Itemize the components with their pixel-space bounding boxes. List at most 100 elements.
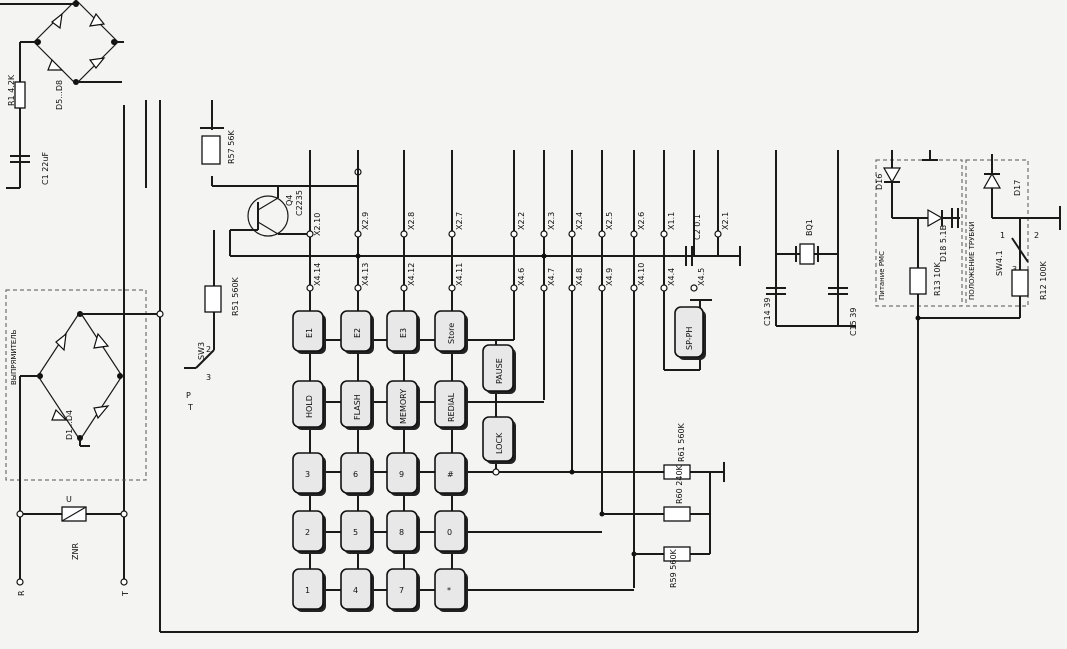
pins-mid bbox=[306, 284, 698, 292]
key-speaker[interactable]: SP-PH bbox=[674, 306, 706, 360]
switch-sw3 bbox=[195, 349, 215, 369]
pin-mid-0: X4.14 bbox=[313, 263, 322, 286]
key-9[interactable]: 9 bbox=[386, 452, 420, 496]
bridge-top: D5...D8 bbox=[33, 0, 119, 110]
pin-top-1: X2.9 bbox=[361, 212, 370, 230]
r1-label: R1 4.2K bbox=[7, 74, 16, 106]
key-1-label: 1 bbox=[305, 586, 310, 595]
sw3-t-label: T bbox=[187, 403, 193, 412]
crystal-bq1 bbox=[799, 243, 815, 265]
sw-n1-label: 1 bbox=[1000, 231, 1005, 240]
r12-label: R12 100K bbox=[1039, 260, 1048, 300]
handset-box-label: ПОЛОЖЕНИЕ ТРУБКИ bbox=[968, 222, 976, 300]
key-e1-label: E1 bbox=[305, 328, 314, 338]
bridge-top-label: D5...D8 bbox=[55, 80, 64, 110]
d17-label: D17 bbox=[1013, 180, 1022, 196]
key-star[interactable]: * bbox=[434, 568, 468, 612]
key-e3-label: E3 bbox=[399, 328, 408, 338]
key-flash[interactable]: FLASH bbox=[340, 380, 374, 430]
key-9-label: 9 bbox=[399, 470, 404, 479]
key-hash[interactable]: # bbox=[434, 452, 468, 496]
key-speaker-label: SP-PH bbox=[685, 327, 694, 350]
key-hold[interactable]: HOLD bbox=[292, 380, 326, 430]
pin-mid-6: X4.8 bbox=[575, 268, 584, 286]
key-6[interactable]: 6 bbox=[340, 452, 374, 496]
pin-top-5: X2.3 bbox=[547, 212, 556, 230]
key-e1[interactable]: E1 bbox=[292, 310, 326, 354]
r13-label: R13 10K bbox=[933, 262, 942, 296]
rectifier-box bbox=[5, 289, 147, 481]
r51-label: R51 560K bbox=[231, 276, 240, 316]
diode-d17 bbox=[982, 172, 1002, 189]
key-memory-label: MEMORY bbox=[399, 389, 408, 424]
pin-top-7: X2.5 bbox=[605, 212, 614, 230]
key-lock[interactable]: LOCK bbox=[482, 416, 516, 464]
q4-name: Q4 bbox=[285, 195, 294, 206]
sw3-n3-label: 3 bbox=[206, 373, 211, 382]
diode-d16 bbox=[882, 167, 902, 184]
key-redial-label: REDIAL bbox=[447, 392, 456, 422]
bridge-mid-label: D1...D4 bbox=[65, 410, 74, 440]
d16-label: D16 bbox=[875, 174, 884, 190]
pin-top-3: X2.7 bbox=[455, 212, 464, 230]
terminal-r-label: R bbox=[17, 590, 26, 596]
key-3[interactable]: 3 bbox=[292, 452, 326, 496]
c15-label: C15 39 bbox=[849, 308, 858, 337]
sw-n2-label: 2 bbox=[1034, 231, 1039, 240]
pin-mid-2: X4.12 bbox=[407, 263, 416, 286]
key-7-label: 7 bbox=[399, 586, 404, 595]
transistor-q4 bbox=[247, 195, 289, 237]
key-7[interactable]: 7 bbox=[386, 568, 420, 612]
resistor-r61 bbox=[663, 464, 691, 480]
resistor-r60 bbox=[663, 506, 691, 522]
key-2[interactable]: 2 bbox=[292, 510, 326, 554]
resistor-r1 bbox=[14, 81, 26, 109]
key-2-label: 2 bbox=[305, 528, 310, 537]
pin-top-9: X1.1 bbox=[667, 212, 676, 230]
key-0[interactable]: 0 bbox=[434, 510, 468, 554]
bridge-mid: D1...D4 bbox=[37, 310, 123, 442]
sw3-n2-label: 2 bbox=[206, 345, 211, 354]
pin-top-0: X2.10 bbox=[313, 213, 322, 236]
switch-sw4 bbox=[1011, 237, 1029, 263]
key-star-label: * bbox=[447, 586, 451, 595]
key-store[interactable]: Store bbox=[434, 310, 468, 354]
key-pause[interactable]: PAUSE bbox=[482, 344, 516, 394]
r61-label: R61 560K bbox=[677, 422, 686, 462]
znr-label: ZNR bbox=[71, 543, 80, 560]
c14-label: C14 39 bbox=[763, 298, 772, 327]
key-store-label: Store bbox=[447, 323, 456, 344]
sw3-label: SW3 bbox=[197, 342, 206, 360]
key-4[interactable]: 4 bbox=[340, 568, 374, 612]
pin-top-8: X2.6 bbox=[637, 212, 646, 230]
key-8[interactable]: 8 bbox=[386, 510, 420, 554]
sw1-label: SW4.1 bbox=[995, 250, 1004, 276]
diode-d18 bbox=[927, 208, 944, 228]
key-8-label: 8 bbox=[399, 528, 404, 537]
key-memory[interactable]: MEMORY bbox=[386, 380, 420, 430]
key-e3[interactable]: E3 bbox=[386, 310, 420, 354]
resistor-r12 bbox=[1011, 269, 1029, 297]
pin-mid-1: X4.13 bbox=[361, 263, 370, 286]
pin-top-2: X2.8 bbox=[407, 212, 416, 230]
key-hold-label: HOLD bbox=[305, 395, 314, 418]
key-4-label: 4 bbox=[353, 586, 358, 595]
r59-label: R59 560K bbox=[669, 548, 678, 588]
key-redial[interactable]: REDIAL bbox=[434, 380, 468, 430]
key-e2[interactable]: E2 bbox=[340, 310, 374, 354]
power-rmc-box-label: Питание РМС bbox=[878, 251, 886, 300]
key-hash-label: # bbox=[447, 470, 454, 479]
pin-top-10: X2.1 bbox=[721, 212, 730, 230]
key-3-label: 3 bbox=[305, 470, 310, 479]
q4-type: C2235 bbox=[295, 190, 304, 216]
pin-mid-7: X4.9 bbox=[605, 268, 614, 286]
key-5[interactable]: 5 bbox=[340, 510, 374, 554]
key-flash-label: FLASH bbox=[353, 394, 362, 420]
pin-mid-9: X4.4 bbox=[667, 268, 676, 286]
key-1[interactable]: 1 bbox=[292, 568, 326, 612]
handset-position-box bbox=[965, 159, 1029, 307]
resistor-r13 bbox=[909, 267, 927, 295]
key-pause-label: PAUSE bbox=[495, 358, 504, 384]
c1-label: C1 22uF bbox=[41, 152, 50, 185]
